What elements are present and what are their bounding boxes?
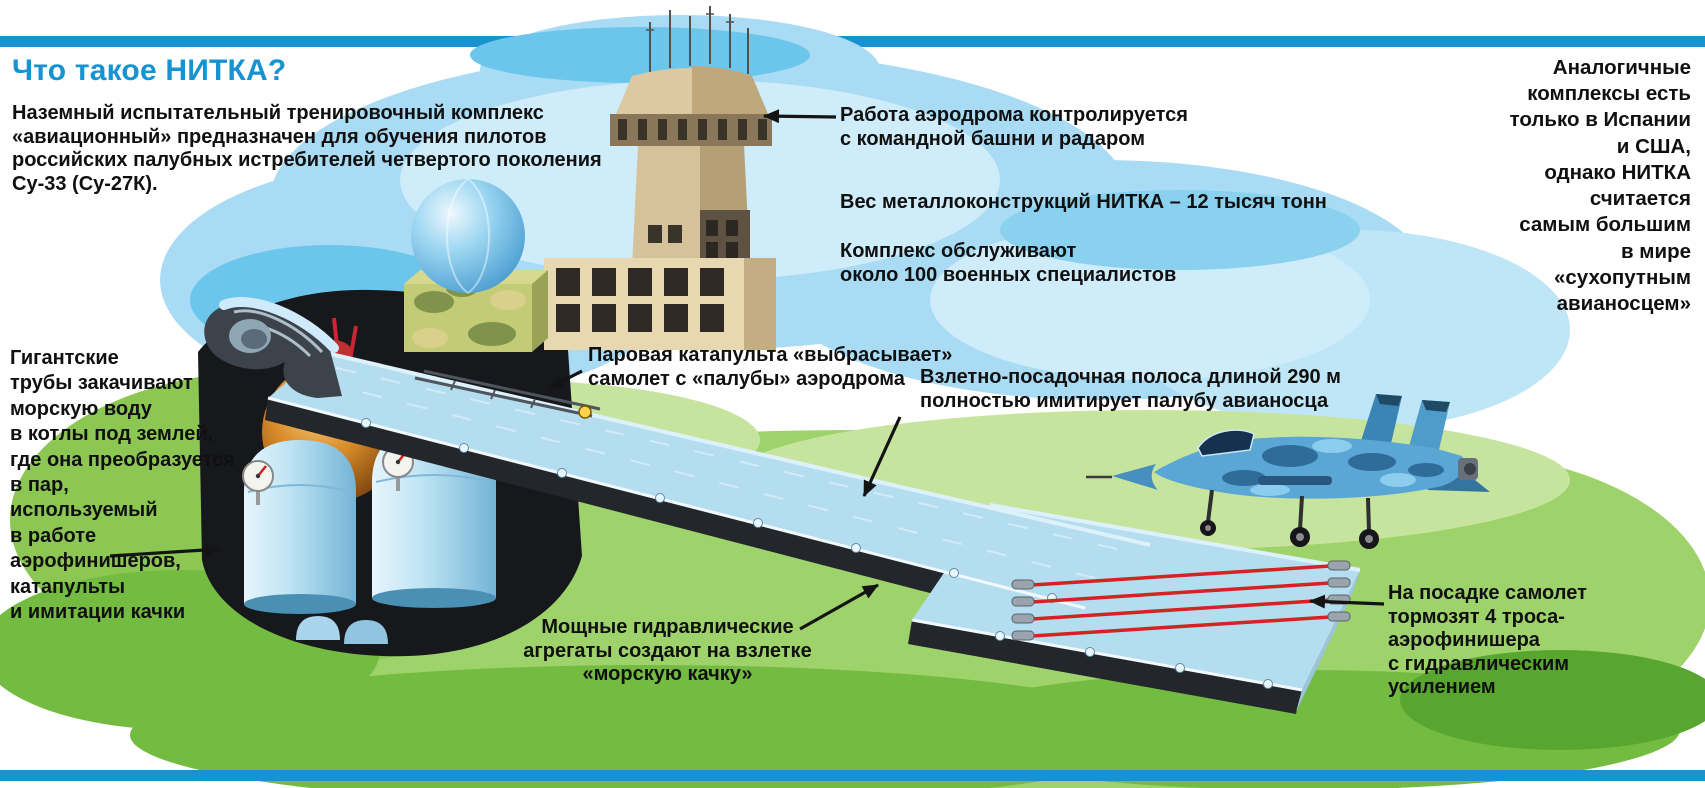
annotation-arresting: На посадке самолет тормозят 4 троса- аэр… (1388, 582, 1587, 699)
arrow-to-hydraulics (799, 583, 879, 631)
arrow-to-cables (1309, 594, 1385, 609)
arrow-to-tower (763, 109, 837, 124)
annotation-hydraulics: Мощные гидравлические агрегаты создают н… (523, 616, 812, 686)
annotation-runway: Взлетно-посадочная полоса длиной 290 м п… (920, 366, 1341, 412)
bottom-rule-bar (0, 770, 1705, 781)
arrow-to-tanks (109, 542, 221, 558)
steam-tanks-illustration (242, 428, 496, 644)
ski-jump-ramp-illustration (204, 297, 342, 398)
annotation-catapult: Паровая катапульта «выбрасывает» самолет… (588, 344, 953, 390)
annotation-pipes: Гигантские трубы закачивают морскую воду… (10, 347, 235, 623)
top-rule-bar (0, 36, 1705, 47)
radar-dome-illustration (404, 178, 548, 352)
annotation-arrows (109, 109, 1385, 631)
intro-text: Наземный испытательный тренировочный ком… (12, 102, 602, 195)
arresting-cables-illustration (1011, 560, 1351, 641)
side-note-analogues: Аналогичные комплексы есть только в Испа… (1509, 56, 1691, 316)
annotation-weight: Вес металлоконструкций НИТКА – 12 тысяч … (840, 191, 1327, 213)
arrow-to-runway (862, 416, 902, 497)
arrow-to-catapult (548, 369, 583, 390)
deck-edge-lamps (361, 418, 1273, 689)
steam-catapult-illustration (414, 369, 601, 419)
control-tower-illustration (544, 6, 776, 350)
pressure-gauge-icon (242, 460, 274, 505)
page-title: Что такое НИТКА? (12, 54, 287, 87)
annotation-staff: Комплекс обслуживают около 100 военных с… (840, 240, 1177, 286)
fighter-jet-illustration (1086, 394, 1490, 549)
annotation-tower: Работа аэродрома контролируется с команд… (840, 104, 1188, 150)
runway-deck-illustration (265, 350, 1361, 714)
